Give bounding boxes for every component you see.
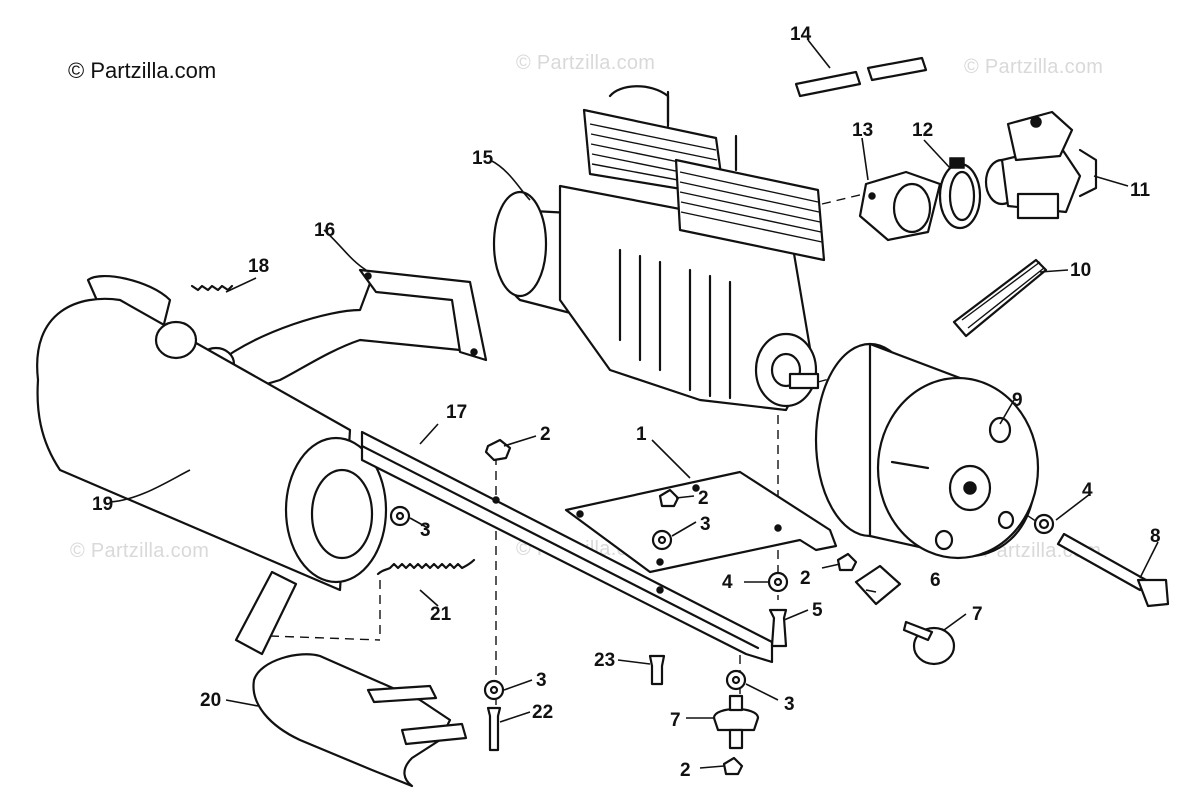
callout-18: 18 bbox=[248, 256, 269, 277]
callout-9: 9 bbox=[1012, 390, 1023, 411]
muffler-spring bbox=[376, 558, 476, 576]
callout-1: 1 bbox=[636, 424, 647, 445]
drive-clutch bbox=[814, 342, 1040, 560]
callout-11: 11 bbox=[1130, 180, 1151, 201]
fasteners bbox=[389, 438, 858, 776]
callout-17: 17 bbox=[446, 402, 467, 423]
callout-4: 4 bbox=[1082, 480, 1093, 501]
callout-8: 8 bbox=[1150, 526, 1161, 547]
callout-3: 3 bbox=[536, 670, 547, 691]
mounting-plate bbox=[564, 470, 838, 574]
callout-13: 13 bbox=[852, 120, 873, 141]
callout-2: 2 bbox=[540, 424, 551, 445]
callout-2: 2 bbox=[680, 760, 691, 781]
copyright-notice: © Partzilla.com bbox=[68, 58, 217, 83]
rubber-mount bbox=[712, 694, 760, 750]
callout-7: 7 bbox=[670, 710, 681, 731]
leader-lines bbox=[109, 39, 1159, 769]
callout-14: 14 bbox=[790, 24, 812, 45]
callout-19: 19 bbox=[92, 494, 113, 515]
engine bbox=[492, 85, 826, 412]
callout-4: 4 bbox=[722, 572, 733, 593]
callout-12: 12 bbox=[912, 120, 933, 141]
rubber-mount bbox=[902, 620, 956, 666]
callout-23: 23 bbox=[594, 650, 615, 671]
carburetor bbox=[984, 110, 1098, 220]
callout-2: 2 bbox=[800, 568, 811, 589]
callout-10: 10 bbox=[1070, 260, 1091, 281]
clutch-bolt bbox=[1056, 532, 1170, 608]
callout-labels: 1 2 2 2 2 3 3 3 3 4 4 5 6 7 7 8 9 10 11 … bbox=[92, 24, 1161, 781]
callout-7: 7 bbox=[972, 604, 983, 625]
callout-3: 3 bbox=[784, 694, 795, 715]
callout-3: 3 bbox=[700, 514, 711, 535]
callout-3: 3 bbox=[420, 520, 431, 541]
callout-6: 6 bbox=[930, 570, 941, 591]
watermark: © Partzilla.com bbox=[516, 52, 656, 74]
callout-22: 22 bbox=[532, 702, 553, 723]
callout-5: 5 bbox=[812, 600, 823, 621]
support-bracket bbox=[360, 430, 774, 664]
drive-belt bbox=[952, 258, 1048, 338]
intake-flange bbox=[858, 170, 942, 242]
callout-2: 2 bbox=[698, 488, 709, 509]
callout-15: 15 bbox=[472, 148, 494, 169]
heat-shield bbox=[252, 653, 468, 788]
hose-clamp bbox=[938, 157, 982, 230]
callout-20: 20 bbox=[200, 690, 221, 711]
callout-21: 21 bbox=[430, 604, 452, 625]
fuel-line bbox=[794, 56, 928, 98]
muffler bbox=[36, 275, 388, 656]
mount-shim bbox=[854, 564, 902, 606]
manifold-spring bbox=[190, 284, 234, 292]
clutch-washer bbox=[1033, 513, 1055, 535]
watermark: © Partzilla.com bbox=[964, 56, 1104, 78]
watermark: © Partzilla.com bbox=[70, 540, 210, 562]
callout-16: 16 bbox=[314, 220, 335, 241]
